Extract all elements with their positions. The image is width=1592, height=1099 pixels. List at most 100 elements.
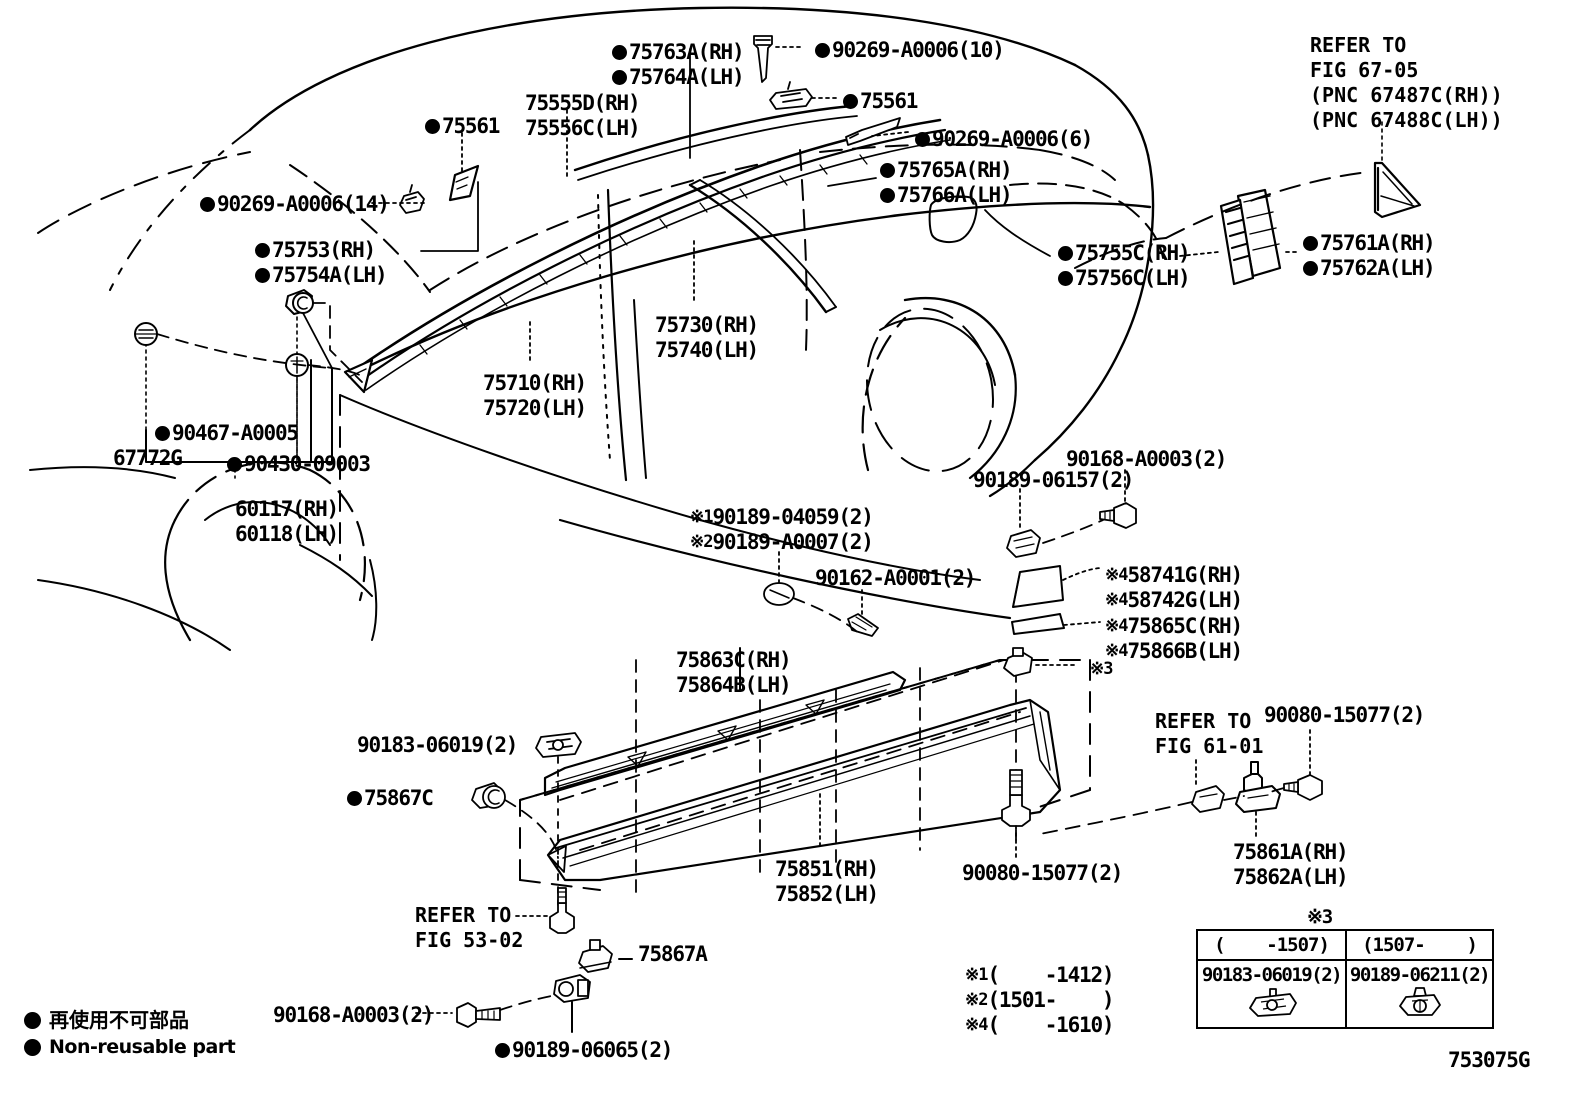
part-label: 75753(RH)75754A(LH) <box>255 238 388 288</box>
nonreusable-marker-icon <box>880 188 895 203</box>
nonreusable-marker-icon-2 <box>24 1039 41 1056</box>
refer-to-line: REFER TO <box>1310 33 1407 57</box>
part-label-line: 90080-15077(2) <box>1264 703 1425 728</box>
nonreusable-marker-icon <box>155 426 170 441</box>
refer-to-line: REFER TO <box>1155 709 1252 733</box>
part-label: 90189-06157(2) <box>973 468 1134 493</box>
refer-to-line: (PNC 67488C(LH)) <box>1310 108 1503 132</box>
part-number-text: 90080-15077(2) <box>962 861 1123 885</box>
part-number-text: 75866B(LH) <box>1127 639 1243 663</box>
part-label: 75763A(RH)75764A(LH) <box>612 40 745 90</box>
nonreusable-marker-icon <box>495 1043 510 1058</box>
nonreusable-marker-icon <box>815 43 830 58</box>
nonreusable-marker-icon <box>843 94 858 109</box>
part-label-line: 75762A(LH) <box>1303 256 1436 281</box>
part-label: 90189-06065(2) <box>495 1038 673 1063</box>
nonreusable-marker-icon <box>915 132 930 147</box>
part-label-line: 75720(LH) <box>483 396 587 421</box>
part-number-text: 75561 <box>442 114 500 138</box>
nonreusable-marker-icon <box>1303 261 1318 276</box>
part-label-line: 75561 <box>425 114 500 139</box>
star-marker: ※1 <box>690 507 714 527</box>
part-label-line: 75710(RH) <box>483 371 587 396</box>
part-number-text: 75556C(LH) <box>525 116 641 140</box>
refer-to-line: FIG 61-01 <box>1155 734 1264 758</box>
part-number-text: 75761A(RH) <box>1320 231 1436 255</box>
part-label: 75555D(RH)75556C(LH) <box>525 91 641 141</box>
star-marker: ※2 <box>690 532 714 552</box>
part-label-line: 67772G <box>113 446 183 471</box>
part-label-line: 75730(RH) <box>655 313 759 338</box>
part-number-text: 67772G <box>113 446 183 470</box>
part-label: 90430-09003 <box>227 452 371 477</box>
part-label-line: 75867A <box>638 942 708 967</box>
part-number-text: 58742G(LH) <box>1127 588 1243 612</box>
part-label: 75867C <box>347 786 434 811</box>
part-label: 90080-15077(2) <box>1264 703 1425 728</box>
star-marker: ※2 <box>965 990 989 1010</box>
part-number-text: 75762A(LH) <box>1320 256 1436 280</box>
nonreusable-marker-icon <box>200 197 215 212</box>
part-number-text: 75865C(RH) <box>1127 614 1243 638</box>
star-note-list: ※1( -1412)※2(1501- )※4( -1610) <box>965 963 1115 1038</box>
variant-table-column-1: ( -1507) 90183-06019(2) <box>1198 931 1345 1027</box>
part-number-text: 90189-A0007(2) <box>712 530 873 554</box>
part-label-line: 75861A(RH) <box>1233 840 1349 865</box>
part-number-text: 90269-A0006(14) <box>217 192 390 216</box>
part-number-text: 90162-A0001(2) <box>815 566 976 590</box>
part-number-text: 75710(RH) <box>483 371 587 395</box>
star-note-row: ※4( -1610) <box>965 1013 1115 1038</box>
part-number-text: 58741G(RH) <box>1127 563 1243 587</box>
part-number-text: 90080-15077(2) <box>1264 703 1425 727</box>
part-number-text: 75867C <box>364 786 434 810</box>
part-label: 90080-15077(2) <box>962 861 1123 886</box>
part-label-line: 75556C(LH) <box>525 116 641 141</box>
part-label: 75755C(RH)75756C(LH) <box>1058 241 1191 291</box>
part-number-text: 90189-06065(2) <box>512 1038 673 1062</box>
part-label-line: 90467-A0005 <box>155 421 299 446</box>
part-number-text: 90189-06157(2) <box>973 468 1134 492</box>
part-label-line: 75753(RH) <box>255 238 386 263</box>
refer-to-line: FIG 67-05 <box>1310 58 1419 82</box>
part-number-text: 75764A(LH) <box>629 65 745 89</box>
part-label: 75861A(RH)75862A(LH) <box>1233 840 1349 890</box>
part-label-line: 90269-A0006(14) <box>200 192 390 217</box>
part-label: 75851(RH)75852(LH) <box>775 857 879 907</box>
refer-to-line: (PNC 67487C(RH)) <box>1310 83 1503 107</box>
nonreusable-marker-icon <box>255 268 270 283</box>
part-label-line: 75764A(LH) <box>612 65 745 90</box>
part-label-line: 60118(LH) <box>235 522 339 547</box>
nonreusable-marker-icon <box>24 1012 41 1029</box>
part-number-text: 75852(LH) <box>775 882 879 906</box>
star-marker: ※1 <box>965 965 989 985</box>
part-label: 75561 <box>843 89 918 114</box>
nonreusable-marker-icon <box>425 119 440 134</box>
legend: 再使用不可部品 Non-reusable part <box>24 1008 236 1062</box>
part-label-line: 75561 <box>843 89 918 114</box>
part-label: 90183-06019(2) <box>357 733 518 758</box>
starred-part-label: ※3 <box>1090 657 1114 682</box>
part-number-text: 90168-A0003(2) <box>1066 447 1227 471</box>
part-label-line: 75862A(LH) <box>1233 865 1349 890</box>
part-label-line: 75765A(RH) <box>880 158 1013 183</box>
part-number-text: 75763A(RH) <box>629 40 745 64</box>
part-label: 75863C(RH)75864B(LH) <box>676 648 792 698</box>
part-number-text: 75851(RH) <box>775 857 879 881</box>
star-marker: ※4 <box>1105 590 1129 610</box>
part-number-text: 75766A(LH) <box>897 183 1013 207</box>
part-number-text: 90467-A0005 <box>172 421 299 445</box>
part-label: 90467-A0005 <box>155 421 299 446</box>
figure-id: 753075G <box>1448 1048 1531 1072</box>
part-label-line: 90162-A0001(2) <box>815 566 976 591</box>
part-number-text: 90269-A0006(6) <box>932 127 1093 151</box>
nonreusable-marker-icon <box>347 791 362 806</box>
variant-table-header: ※3 <box>1307 906 1333 928</box>
clip-washer-icon <box>1198 987 1345 1017</box>
